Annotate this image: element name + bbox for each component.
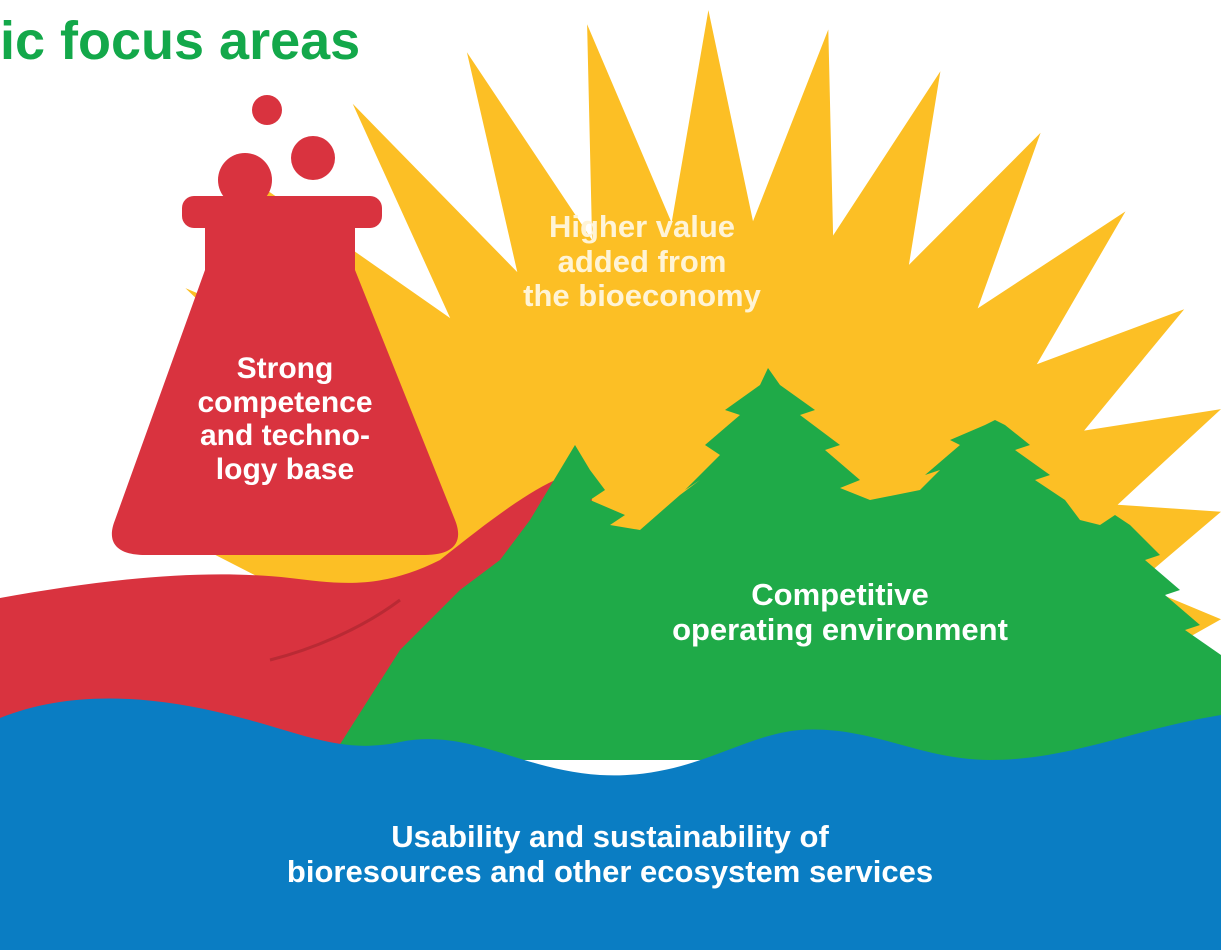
water-icon [0, 698, 1221, 950]
flask-icon [111, 95, 459, 555]
hand-thumb-line [269, 598, 401, 662]
forest-label: Competitive operating environment [672, 577, 1008, 647]
hand-icon [0, 476, 592, 760]
flask-label: Strong competence and techno- logy base [197, 352, 373, 486]
page-title: ic focus areas [0, 11, 361, 71]
bubble-large [218, 153, 272, 207]
water-label: Usability and sustainability of bioresou… [286, 819, 934, 889]
sun-label: Higher value added from the bioeconomy [523, 209, 761, 314]
bubble-medium [291, 136, 335, 180]
flask-neck [182, 196, 382, 228]
forest-icon [330, 368, 1221, 760]
flask-body [111, 225, 459, 555]
bubble-small [252, 95, 282, 125]
